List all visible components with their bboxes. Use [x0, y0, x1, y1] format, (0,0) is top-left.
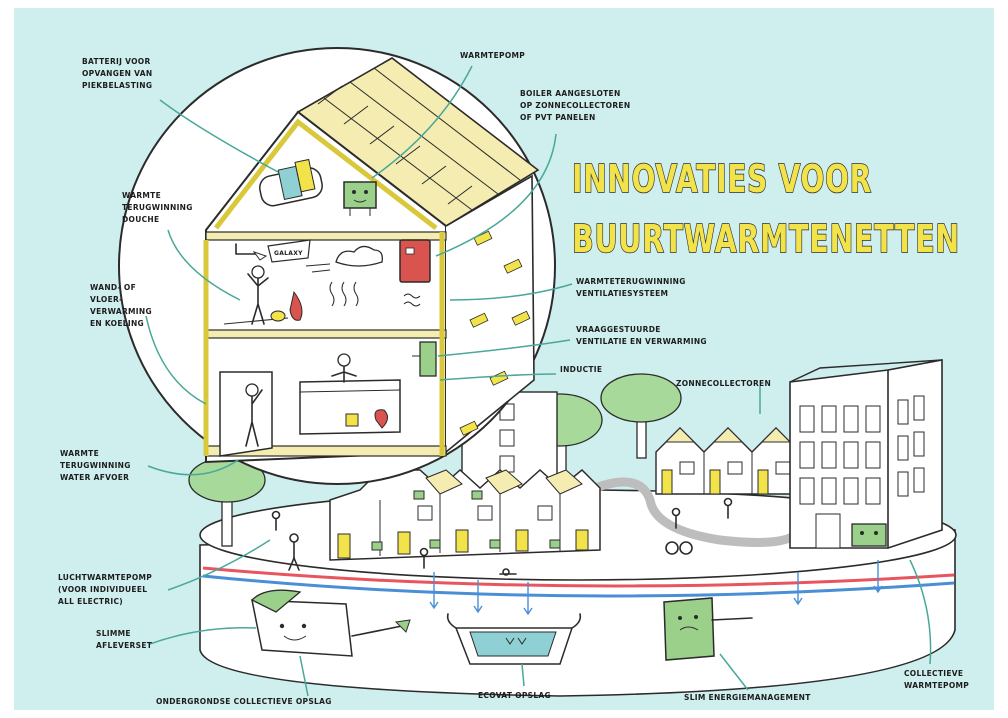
label-drain-recovery-line: TERUGWINNING [60, 461, 131, 470]
label-collective-heatpump-line: WARMTEPOMP [904, 681, 969, 690]
ventilation-unit-icon [412, 341, 437, 377]
cold-pipe [202, 574, 955, 598]
heatpump-icon [343, 181, 377, 216]
label-smart-delivery: SLIMME AFLEVERSET [96, 629, 153, 650]
leader-lines [145, 65, 932, 697]
ecovat-storage [446, 613, 582, 665]
tree-right [600, 373, 682, 459]
label-battery-line: PIEKBELASTING [82, 81, 152, 90]
label-drain-recovery-line: WARMTE [60, 449, 99, 458]
label-drain-recovery: WARMTE TERUGWINNING WATER AFVOER [60, 449, 131, 482]
label-ventilation-recovery-line: WARMTETERUGWINNING [576, 277, 686, 286]
label-air-heatpump-line: LUCHTWARMTEPOMP [58, 573, 152, 582]
door-person [219, 371, 273, 457]
label-drain-recovery-line: WATER AFVOER [60, 473, 129, 482]
label-wall-heating-line: VLOER- [90, 295, 123, 304]
label-solar-collectors: ZONNECOLLECTOREN [676, 379, 771, 388]
label-smart-delivery-line: SLIMME [96, 629, 131, 638]
heat-waves-icon [329, 281, 359, 307]
label-battery: BATTERIJ VOOR OPVANGEN VAN PIEKBELASTING [82, 57, 152, 90]
label-collective-heatpump: COLLECTIEVE WARMTEPOMP [904, 669, 969, 690]
label-ventilation-recovery-line: VENTILATIESYSTEEM [576, 289, 668, 298]
label-heatpump-roof-line: WARMTEPOMP [460, 51, 525, 60]
label-underground-storage: ONDERGRONDSE COLLECTIEVE OPSLAG [156, 697, 332, 706]
battery-icon [259, 158, 323, 207]
label-battery-line: OPVANGEN VAN [82, 69, 152, 78]
label-boiler-line: BOILER AANGESLOTEN [520, 89, 621, 98]
label-ecovat: ECOVAT OPSLAG [478, 691, 551, 700]
label-demand-ventilation: VRAAGGESTUURDE VENTILATIE EN VERWARMING [576, 325, 707, 346]
label-wall-heating-line: WAND- OF [90, 283, 136, 292]
front-row-houses [329, 468, 601, 561]
label-air-heatpump-line: ALL ELECTRIC) [58, 597, 123, 606]
label-energy-mgmt-line: SLIM ENERGIEMANAGEMENT [684, 693, 811, 702]
label-air-heatpump-line: (VOOR INDIVIDUEEL [58, 585, 147, 594]
label-demand-ventilation-line: VRAAGGESTUURDE [576, 325, 661, 334]
collective-heatpump-box [851, 523, 887, 547]
house-cutaway-bubble: GALAXY [118, 47, 556, 485]
heating-drop-icon [270, 290, 303, 322]
boiler-icon [399, 239, 431, 307]
label-wall-heating: WAND- OF VLOER- VERWARMING EN KOELING [90, 283, 152, 328]
label-underground-storage-line: ONDERGRONDSE COLLECTIEVE OPSLAG [156, 697, 332, 706]
label-energy-mgmt: SLIM ENERGIEMANAGEMENT [684, 693, 811, 702]
speech-bubble: GALAXY [267, 239, 311, 263]
label-induction: INDUCTIE [560, 365, 602, 374]
air-cloud-icon [305, 245, 383, 273]
kitchen-counter [299, 353, 401, 435]
label-air-heatpump: LUCHTWARMTEPOMP (VOOR INDIVIDUEEL ALL EL… [58, 573, 152, 606]
underground-storage-box [250, 589, 411, 657]
label-battery-line: BATTERIJ VOOR [82, 57, 151, 66]
label-smart-delivery-line: AFLEVERSET [96, 641, 153, 650]
title-line-1: INNOVATIES VOOR [572, 157, 872, 201]
title-line-2: BUURTWARMTENETTEN [572, 217, 960, 261]
label-ventilation-recovery: WARMTETERUGWINNING VENTILATIESYSTEEM [576, 277, 686, 298]
label-shower-line: DOUCHE [122, 215, 159, 224]
energy-management-box [663, 597, 753, 661]
speech-bubble-text: GALAXY [274, 250, 303, 257]
label-shower-line: TERUGWINNING [122, 203, 193, 212]
label-collective-heatpump-line: COLLECTIEVE [904, 669, 963, 678]
tree-left [188, 457, 266, 547]
right-row-houses [655, 427, 801, 495]
label-boiler-line: OF PVT PANELEN [520, 113, 596, 122]
apartment-building [789, 359, 943, 549]
label-shower: WARMTE TERUGWINNING DOUCHE [122, 191, 193, 224]
hot-pipe [202, 566, 955, 588]
label-wall-heating-line: EN KOELING [90, 319, 144, 328]
people [271, 497, 733, 576]
label-solar-collectors-line: ZONNECOLLECTOREN [676, 379, 771, 388]
label-heatpump-roof: WARMTEPOMP [460, 51, 525, 60]
label-boiler: BOILER AANGESLOTEN OP ZONNECOLLECTOREN O… [520, 89, 630, 122]
label-induction-line: INDUCTIE [560, 365, 602, 374]
label-shower-line: WARMTE [122, 191, 161, 200]
label-demand-ventilation-line: VENTILATIE EN VERWARMING [576, 337, 707, 346]
label-wall-heating-line: VERWARMING [90, 307, 152, 316]
down-arrows [429, 560, 883, 616]
shower-icon [223, 243, 289, 325]
label-ecovat-line: ECOVAT OPSLAG [478, 691, 551, 700]
label-boiler-line: OP ZONNECOLLECTOREN [520, 101, 630, 110]
